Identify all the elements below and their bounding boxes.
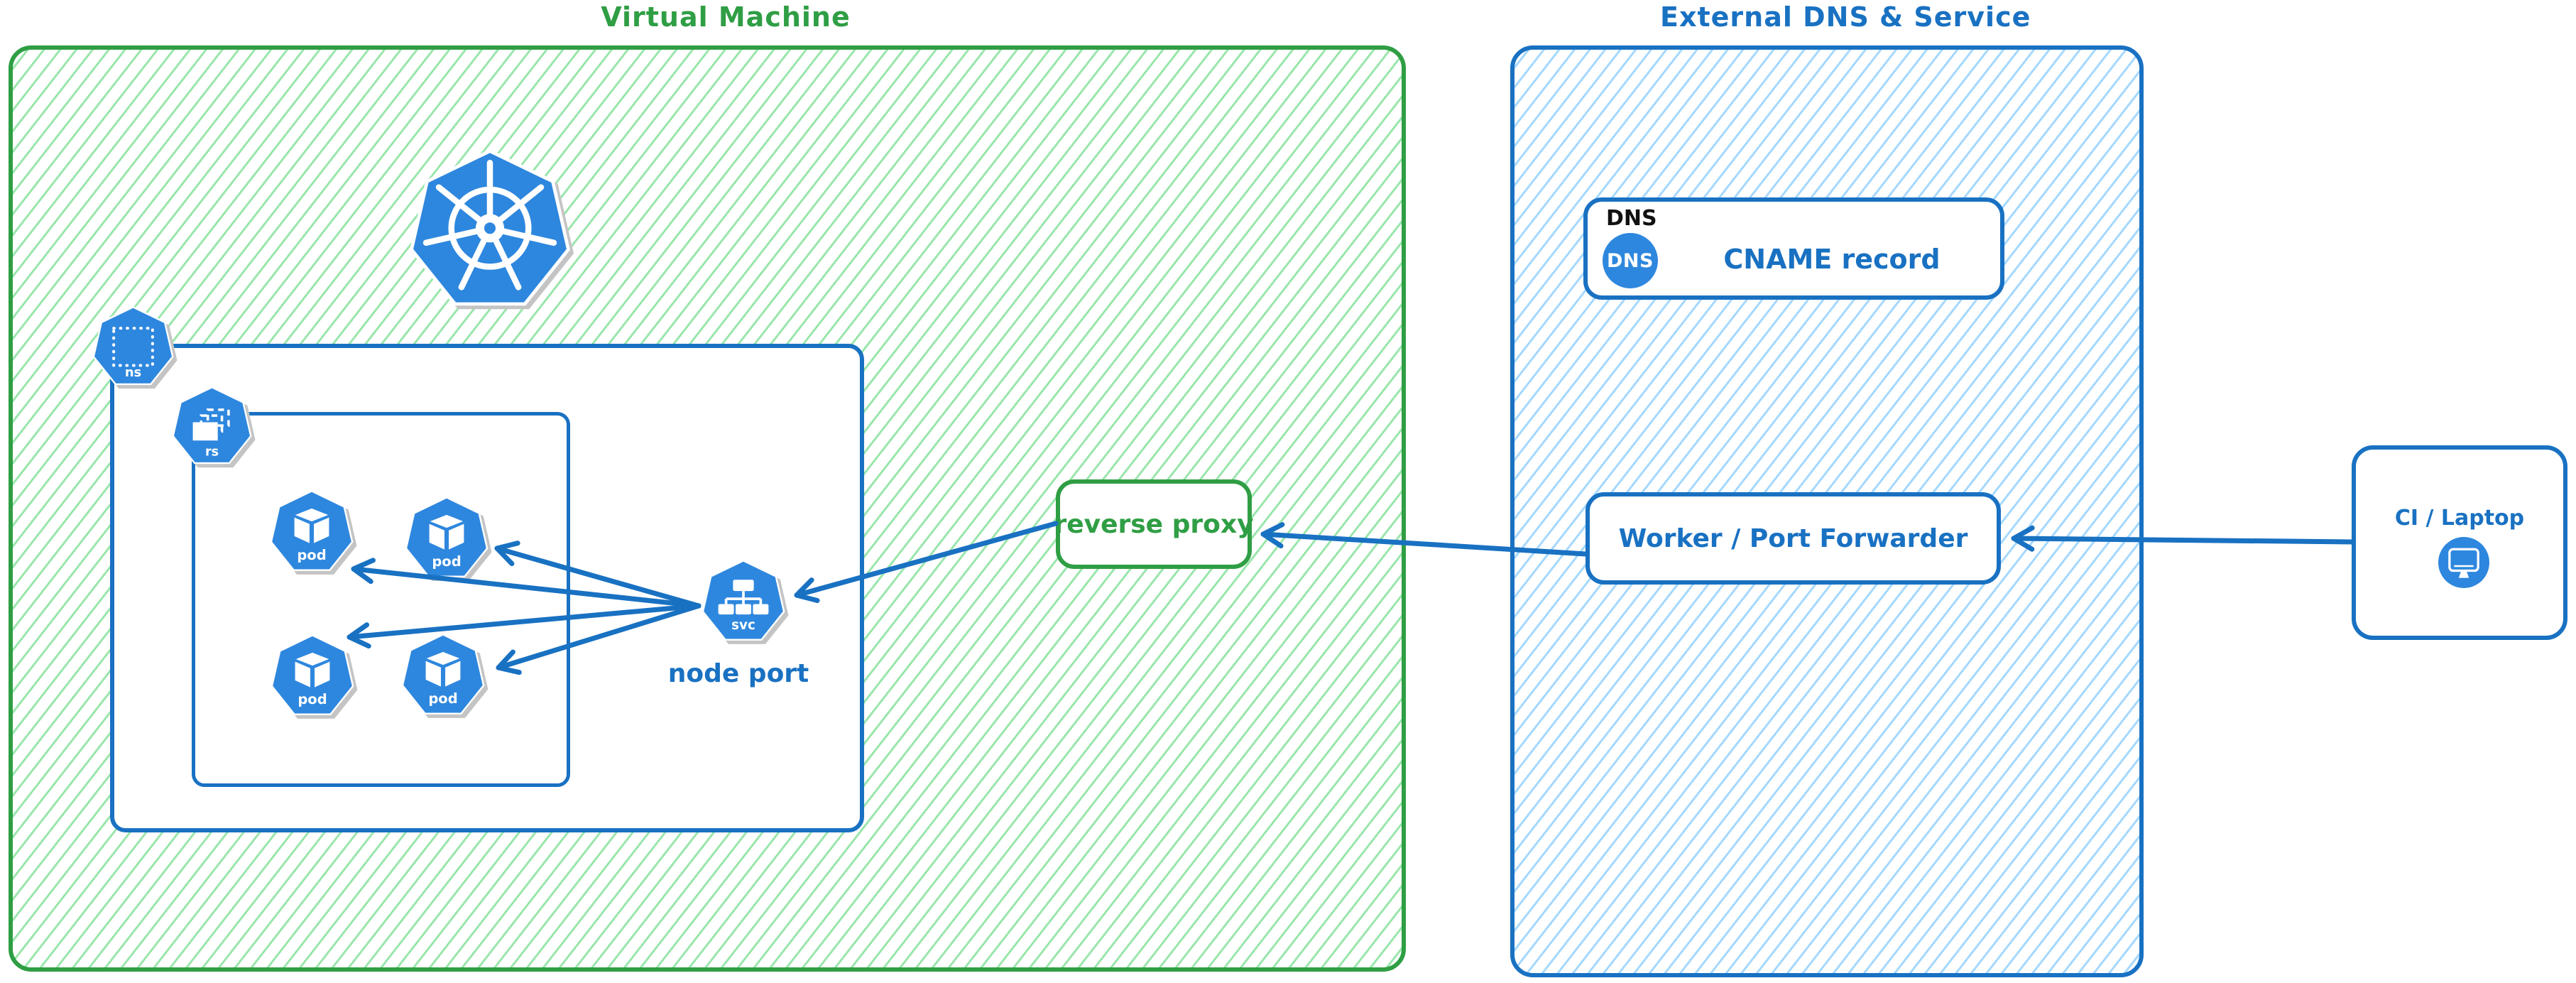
node-port-label: node port — [667, 659, 809, 688]
laptop-monitor-icon — [2438, 537, 2489, 588]
namespace-icon: ns — [91, 305, 175, 390]
namespace-icon-label: ns — [125, 365, 141, 380]
ci-laptop-label: CI / Laptop — [2394, 506, 2525, 531]
external-dns-service-title: External DNS & Service — [1660, 1, 2031, 33]
pod-icon-label: pod — [432, 553, 461, 570]
pod-icon-label: pod — [428, 690, 457, 707]
cname-record-label: CNAME record — [1723, 244, 1941, 275]
service-icon-label: svc — [731, 618, 755, 633]
pod-icon-top-right: pod — [403, 496, 490, 582]
worker-port-forwarder-label: Worker / Port Forwarder — [1618, 523, 1968, 553]
kubernetes-logo-icon — [406, 148, 574, 315]
pod-icon-bottom-left: pod — [269, 634, 356, 720]
pod-icon-label: pod — [298, 691, 327, 707]
replicaset-icon: rs — [170, 386, 253, 469]
reverse-proxy-node: reverse proxy — [1054, 479, 1254, 569]
dns-badge-icon: DNS — [1603, 233, 1658, 288]
dns-header-label: DNS — [1606, 206, 1657, 231]
pod-icon-label: pod — [297, 547, 326, 563]
service-icon: svc — [700, 559, 787, 646]
worker-port-forwarder-node: Worker / Port Forwarder — [1586, 492, 2001, 585]
pod-icon-top-left: pod — [268, 489, 355, 576]
reverse-proxy-label: reverse proxy — [1054, 509, 1254, 539]
virtual-machine-title: Virtual Machine — [601, 1, 851, 33]
replicaset-icon-label: rs — [205, 445, 219, 459]
pod-icon-bottom-right: pod — [400, 633, 486, 719]
dns-badge-label: DNS — [1607, 249, 1654, 272]
